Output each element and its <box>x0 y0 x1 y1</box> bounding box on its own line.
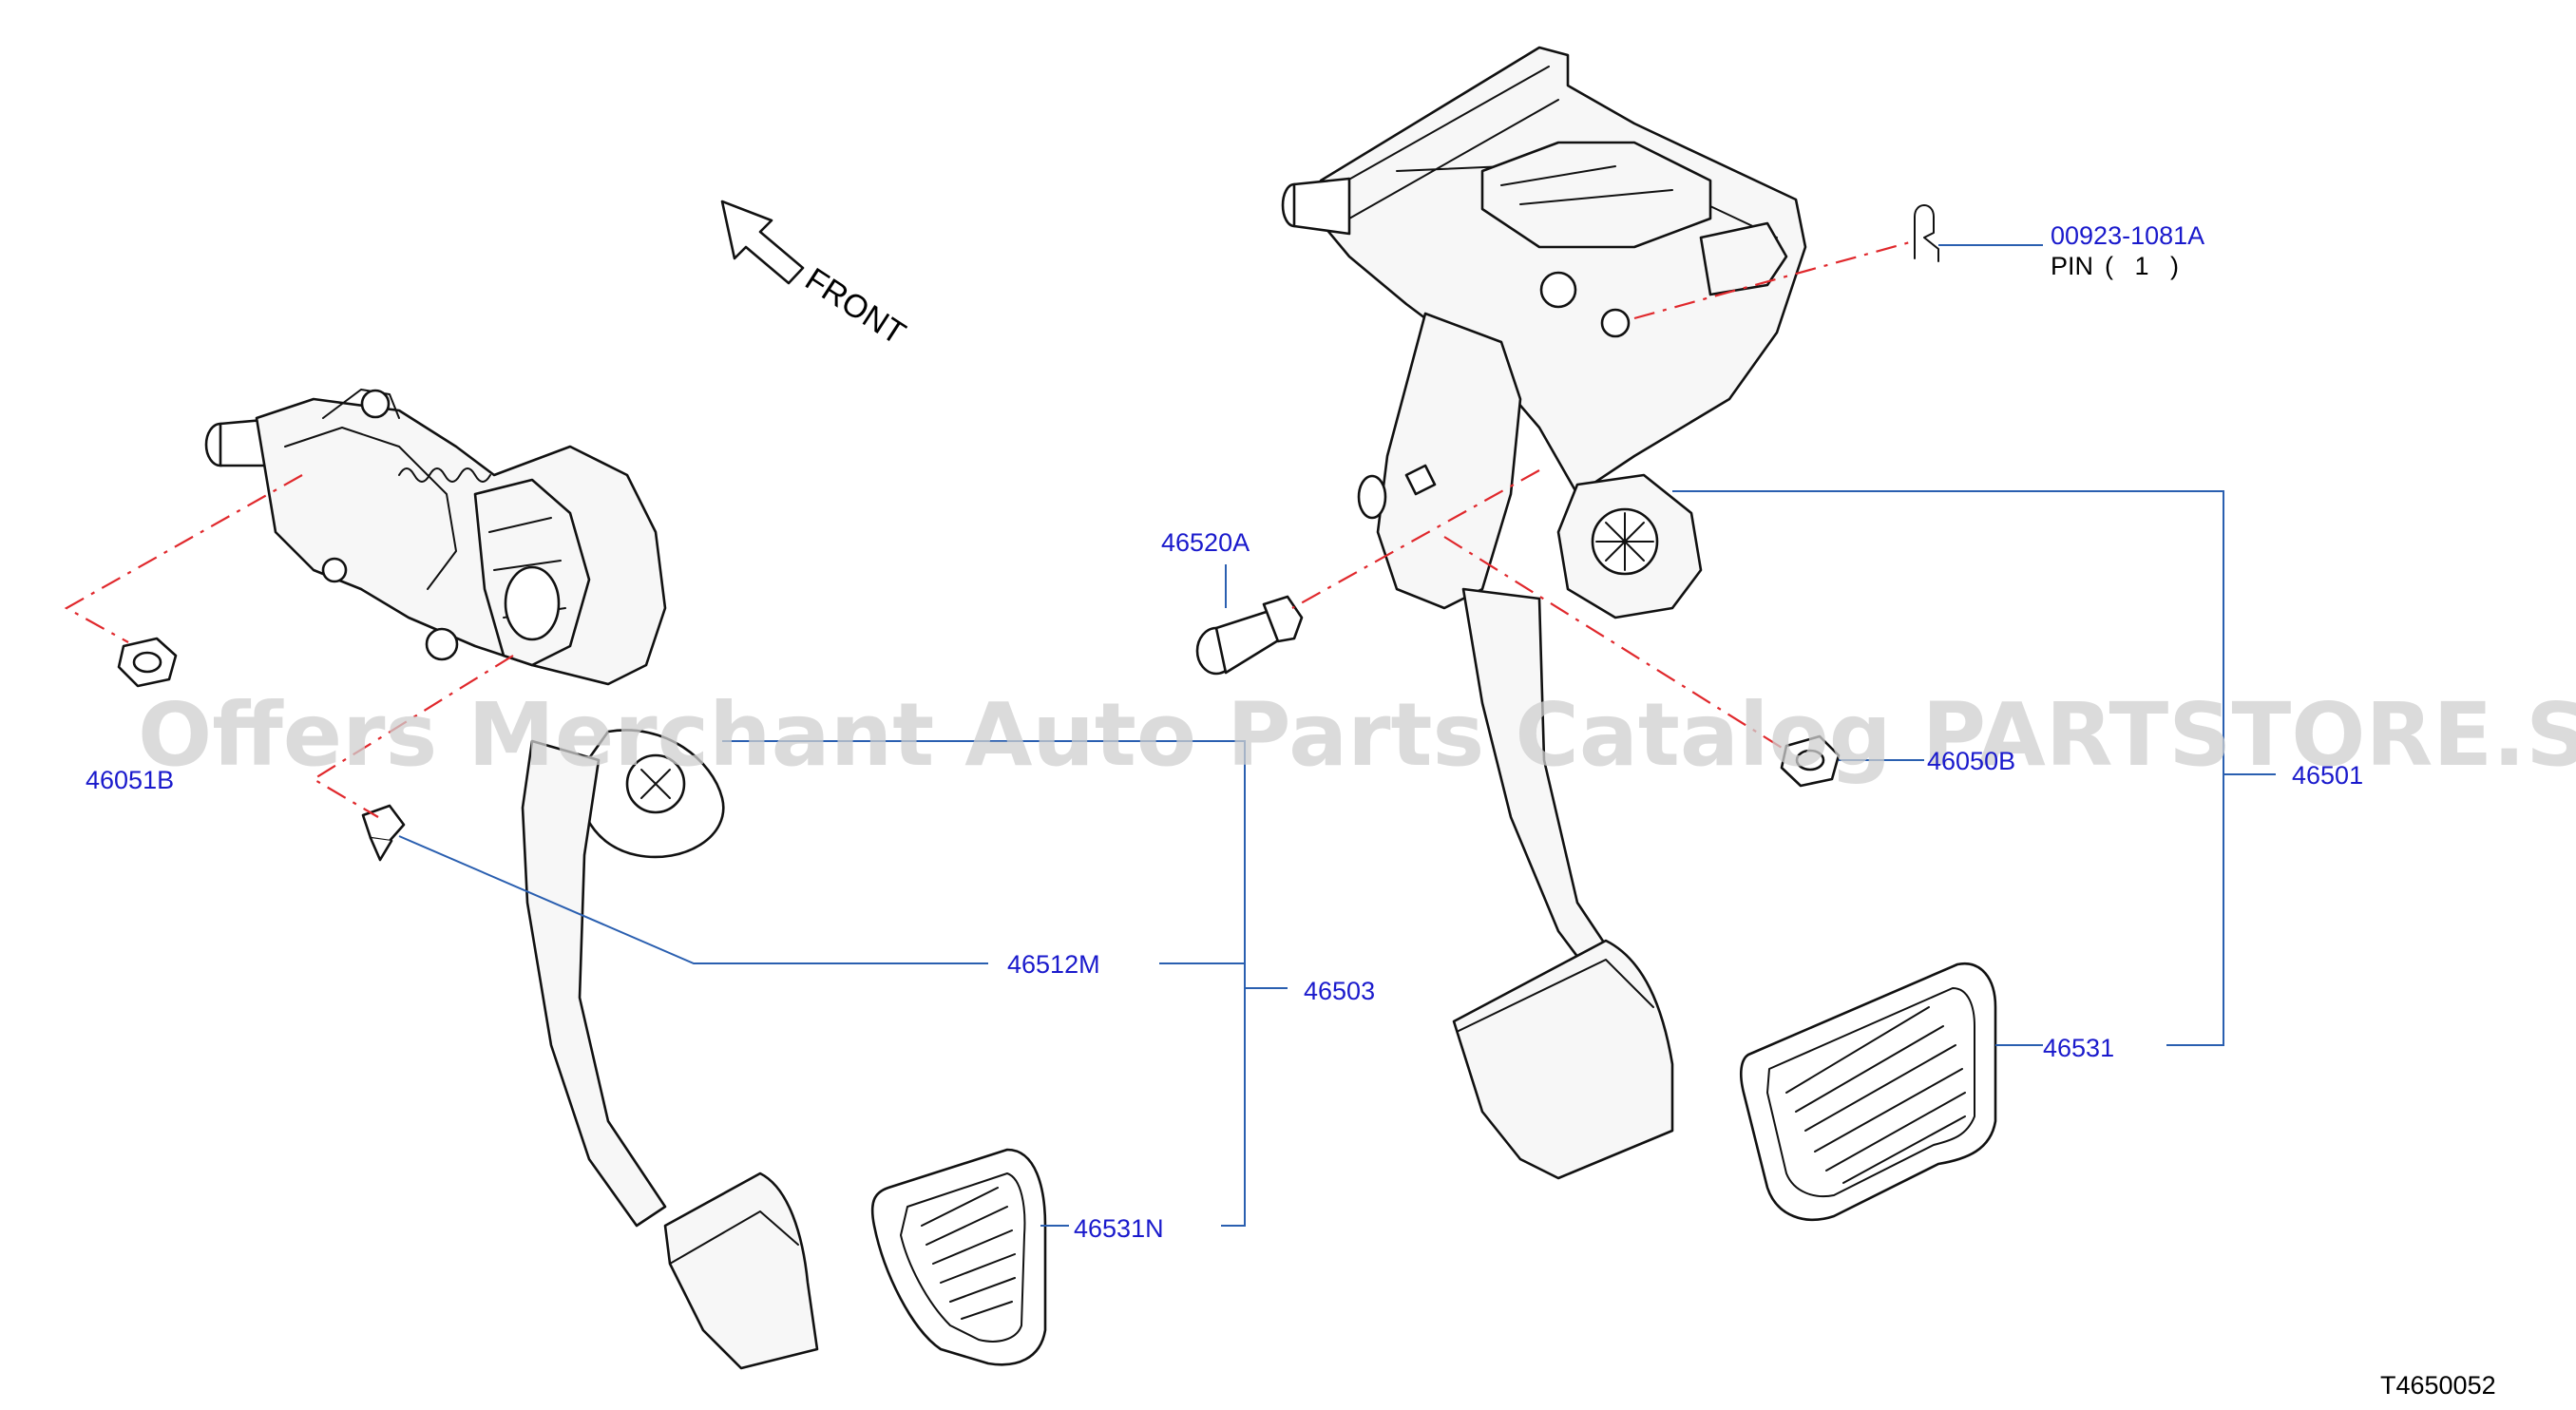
diagram-code: T4650052 <box>2380 1371 2496 1400</box>
watermark: Offers Merchant Auto Parts Catalog PARTS… <box>138 684 2576 786</box>
label-46512m[interactable]: 46512M <box>1007 950 1100 979</box>
label-46501[interactable]: 46501 <box>2292 761 2363 790</box>
label-46531n[interactable]: 46531N <box>1074 1214 1164 1243</box>
front-arrow-icon <box>720 200 805 285</box>
clip-46512m[interactable] <box>361 804 406 862</box>
label-46051b[interactable]: 46051B <box>86 766 174 794</box>
nut-46051b[interactable] <box>117 637 178 688</box>
leader-46512m <box>398 835 988 964</box>
pedal-pad-46531n[interactable] <box>870 1148 1047 1366</box>
front-label: FRONT <box>799 261 912 352</box>
centerline-nut-46050b <box>1443 536 1787 752</box>
centerline-pin-46520a <box>1291 469 1540 609</box>
brake-pedal-assembly[interactable] <box>1281 46 1807 1180</box>
pedal-pad-46531[interactable] <box>1739 962 1997 1221</box>
pin-clip-icon <box>1914 204 1939 262</box>
label-00923-1081a[interactable]: 00923-1081A <box>2051 221 2204 250</box>
label-pin-word: PIN <box>2051 252 2093 280</box>
leader-46503 <box>722 740 1288 1227</box>
clutch-pedal-assembly[interactable] <box>204 389 819 1370</box>
label-46050b[interactable]: 46050B <box>1927 747 2015 775</box>
label-46531[interactable]: 46531 <box>2043 1034 2114 1062</box>
label-46520a[interactable]: 46520A <box>1161 528 1250 557</box>
centerline-pin-clip <box>1633 240 1911 320</box>
leader-46501 <box>1672 490 2276 1046</box>
label-pin-qty: ( 1 ) <box>2105 252 2179 280</box>
label-46503[interactable]: 46503 <box>1304 977 1375 1005</box>
pin-46520a[interactable] <box>1195 595 1304 676</box>
centerline-nut-46051b <box>64 474 303 643</box>
nut-46050b[interactable] <box>1780 734 1841 788</box>
